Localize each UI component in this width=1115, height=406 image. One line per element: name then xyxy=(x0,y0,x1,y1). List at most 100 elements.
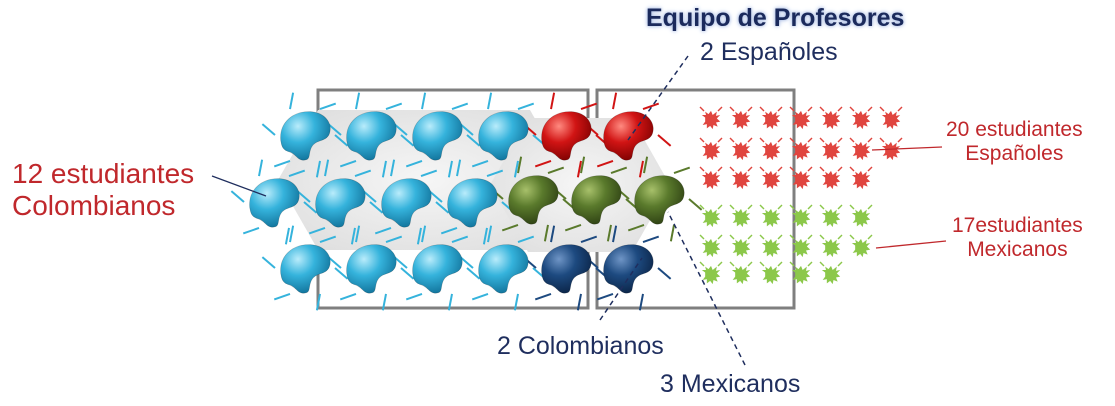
tick-mark xyxy=(642,102,660,110)
tick-mark xyxy=(315,160,321,178)
tick-mark xyxy=(517,156,523,174)
splat-ray xyxy=(699,261,705,267)
tick-mark xyxy=(400,267,415,280)
splat-ray xyxy=(729,166,735,172)
tick-mark xyxy=(580,235,598,243)
splat-ray xyxy=(717,261,723,267)
tick-mark xyxy=(638,160,644,178)
mexican-student xyxy=(701,265,721,285)
tick-mark xyxy=(576,160,582,178)
mexican-student xyxy=(821,238,841,258)
tick-mark xyxy=(362,190,377,203)
spanish-student xyxy=(731,110,751,130)
splat-ray xyxy=(729,106,735,112)
mexican-student xyxy=(731,238,751,258)
tick-mark xyxy=(273,160,291,168)
spanish-student xyxy=(761,170,781,190)
students-colombian-line2: Colombianos xyxy=(12,190,176,222)
tick-mark xyxy=(610,166,628,174)
spanish-teachers-connector xyxy=(627,55,689,141)
tick-mark xyxy=(459,123,474,136)
tick-mark xyxy=(374,227,392,235)
students-colombian-label: 12 estudiantes Colombianos xyxy=(12,158,194,222)
tick-mark xyxy=(612,92,618,110)
students-colombian-line1: 12 estudiantes xyxy=(12,158,195,189)
teachers-spanish-label: 2 Españoles xyxy=(700,38,838,66)
splat-ray xyxy=(819,137,825,143)
splat-ray xyxy=(699,234,705,240)
tick-mark xyxy=(576,293,582,311)
tick-mark xyxy=(261,256,276,269)
splat-ray xyxy=(867,234,873,240)
splat-ray xyxy=(717,106,723,112)
splat-ray xyxy=(777,234,783,240)
tick-mark xyxy=(354,169,372,177)
tick-mark xyxy=(534,160,552,168)
colombian-teachers-connector xyxy=(599,257,643,321)
tick-mark xyxy=(564,224,582,232)
spanish-student xyxy=(731,170,751,190)
splat-ray xyxy=(729,137,735,143)
tick-mark xyxy=(393,123,408,136)
tick-mark xyxy=(296,190,311,203)
spanish-student xyxy=(821,110,841,130)
tick-mark xyxy=(627,224,645,232)
spanish-student xyxy=(731,141,751,161)
splat-ray xyxy=(819,204,825,210)
tick-mark xyxy=(400,134,415,147)
tick-mark xyxy=(638,293,644,311)
tick-mark xyxy=(369,201,384,214)
tick-mark xyxy=(381,293,387,311)
splat-ray xyxy=(747,204,753,210)
students-mexican-line1: 17estudiantes xyxy=(952,214,1083,237)
splat-ray xyxy=(807,234,813,240)
students-spanish-label: 20 estudiantes Españoles xyxy=(946,118,1083,166)
tick-mark xyxy=(688,198,703,211)
tick-mark xyxy=(273,293,291,301)
splat-ray xyxy=(837,166,843,172)
spanish-student xyxy=(761,141,781,161)
mexican-student xyxy=(761,265,781,285)
tick-mark xyxy=(355,92,361,110)
teachers-colombian-label: 2 Colombianos xyxy=(497,332,664,360)
tick-mark xyxy=(339,293,357,301)
tick-mark xyxy=(447,160,453,178)
spanish-student xyxy=(701,110,721,130)
tick-mark xyxy=(303,201,318,214)
tick-mark xyxy=(421,225,427,243)
splat-ray xyxy=(789,204,795,210)
colombian-student xyxy=(478,244,529,294)
tick-mark xyxy=(421,92,427,110)
splat-ray xyxy=(729,204,735,210)
tick-mark xyxy=(642,235,660,243)
splat-ray xyxy=(879,106,885,112)
splat-ray xyxy=(699,137,705,143)
splat-ray xyxy=(759,204,765,210)
splat-ray xyxy=(837,137,843,143)
tick-mark xyxy=(416,227,422,245)
spanish-student xyxy=(881,110,901,130)
splat-ray xyxy=(789,106,795,112)
mexican-student xyxy=(701,208,721,228)
tick-mark xyxy=(547,166,565,174)
splat-ray xyxy=(837,106,843,112)
tick-mark xyxy=(319,102,337,110)
splat-ray xyxy=(777,106,783,112)
tick-mark xyxy=(440,227,458,235)
tick-mark xyxy=(284,227,290,245)
splat-ray xyxy=(747,137,753,143)
colombian-student xyxy=(346,244,397,294)
tick-mark xyxy=(459,256,474,269)
tick-mark xyxy=(242,227,260,235)
tick-mark xyxy=(657,134,672,147)
splat-ray xyxy=(819,106,825,112)
mexican-students-connector xyxy=(875,240,947,249)
tick-mark xyxy=(487,225,493,243)
tick-mark xyxy=(261,123,276,136)
splat-ray xyxy=(777,261,783,267)
tick-mark xyxy=(550,92,556,110)
tick-mark xyxy=(606,224,612,242)
mexican-student xyxy=(761,238,781,258)
splat-ray xyxy=(867,204,873,210)
